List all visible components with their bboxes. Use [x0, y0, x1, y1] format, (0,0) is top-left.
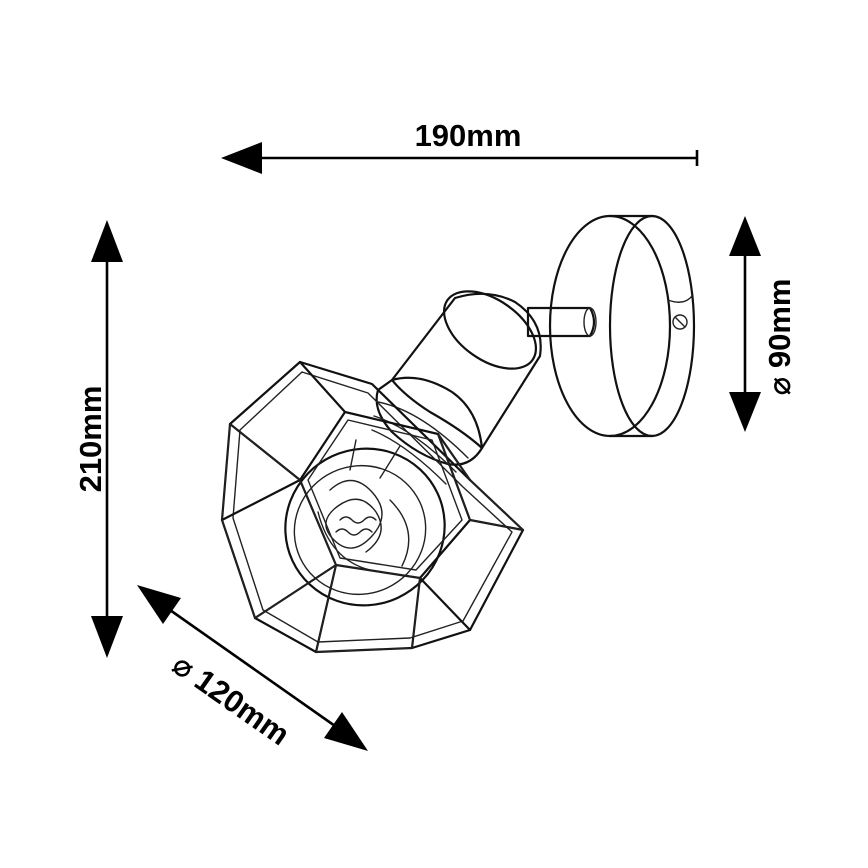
base-plate-front-face — [548, 214, 672, 438]
bulb-glass-inner — [293, 464, 427, 596]
height-dimension: 210mm — [73, 220, 123, 658]
wall-lamp-drawing — [220, 214, 696, 654]
socket-ring-1 — [377, 401, 469, 459]
bulb-filament-coil — [335, 516, 377, 536]
height-label: 210mm — [73, 386, 108, 493]
socket-collar — [375, 376, 484, 466]
socket-cylinder — [390, 292, 542, 450]
width-label: 190mm — [415, 118, 522, 153]
socket-housing — [371, 290, 542, 485]
width-arrow-head — [221, 142, 262, 174]
base-diameter-dimension: ⌀ 90mm — [729, 216, 797, 432]
shade-diameter-arrow-head-bottom — [324, 712, 368, 751]
shade-diameter-dimension-line — [159, 601, 346, 735]
shade-diameter-label: ⌀ 120mm — [166, 647, 296, 753]
cage-strut-1 — [298, 360, 347, 414]
shade-diameter-arrow-head-top — [137, 585, 181, 624]
base-diameter-arrow-head-top — [729, 216, 761, 256]
bulb-glass — [284, 447, 446, 607]
light-bulb — [284, 439, 446, 607]
base-diameter-label: ⌀ 90mm — [762, 279, 797, 396]
base-plate-screw-icon — [672, 314, 688, 330]
socket-ring-3 — [371, 429, 447, 485]
height-arrow-head-top — [91, 220, 123, 262]
connecting-arm — [526, 306, 597, 338]
width-dimension: 190mm — [221, 118, 699, 174]
base-plate-notch — [667, 295, 693, 303]
arm-rod-end — [583, 307, 597, 337]
base-plate-side — [608, 214, 654, 438]
cage-right-facet — [437, 433, 524, 531]
wire-cage-shade — [220, 360, 525, 654]
cage-left-facet — [221, 423, 337, 619]
wall-base-plate — [548, 214, 696, 438]
base-diameter-arrow-head-bottom — [729, 392, 761, 432]
cage-outline-inner — [232, 371, 513, 643]
bulb-filament — [317, 439, 410, 571]
base-plate-screw-slot — [674, 316, 686, 328]
height-arrow-head-bottom — [91, 616, 123, 658]
cage-strut-3 — [220, 478, 302, 522]
socket-top-cap — [442, 290, 538, 370]
cage-strut-7 — [418, 576, 472, 632]
cage-front-pentagon-inner — [307, 419, 463, 571]
cage-lower-facet — [315, 564, 421, 653]
